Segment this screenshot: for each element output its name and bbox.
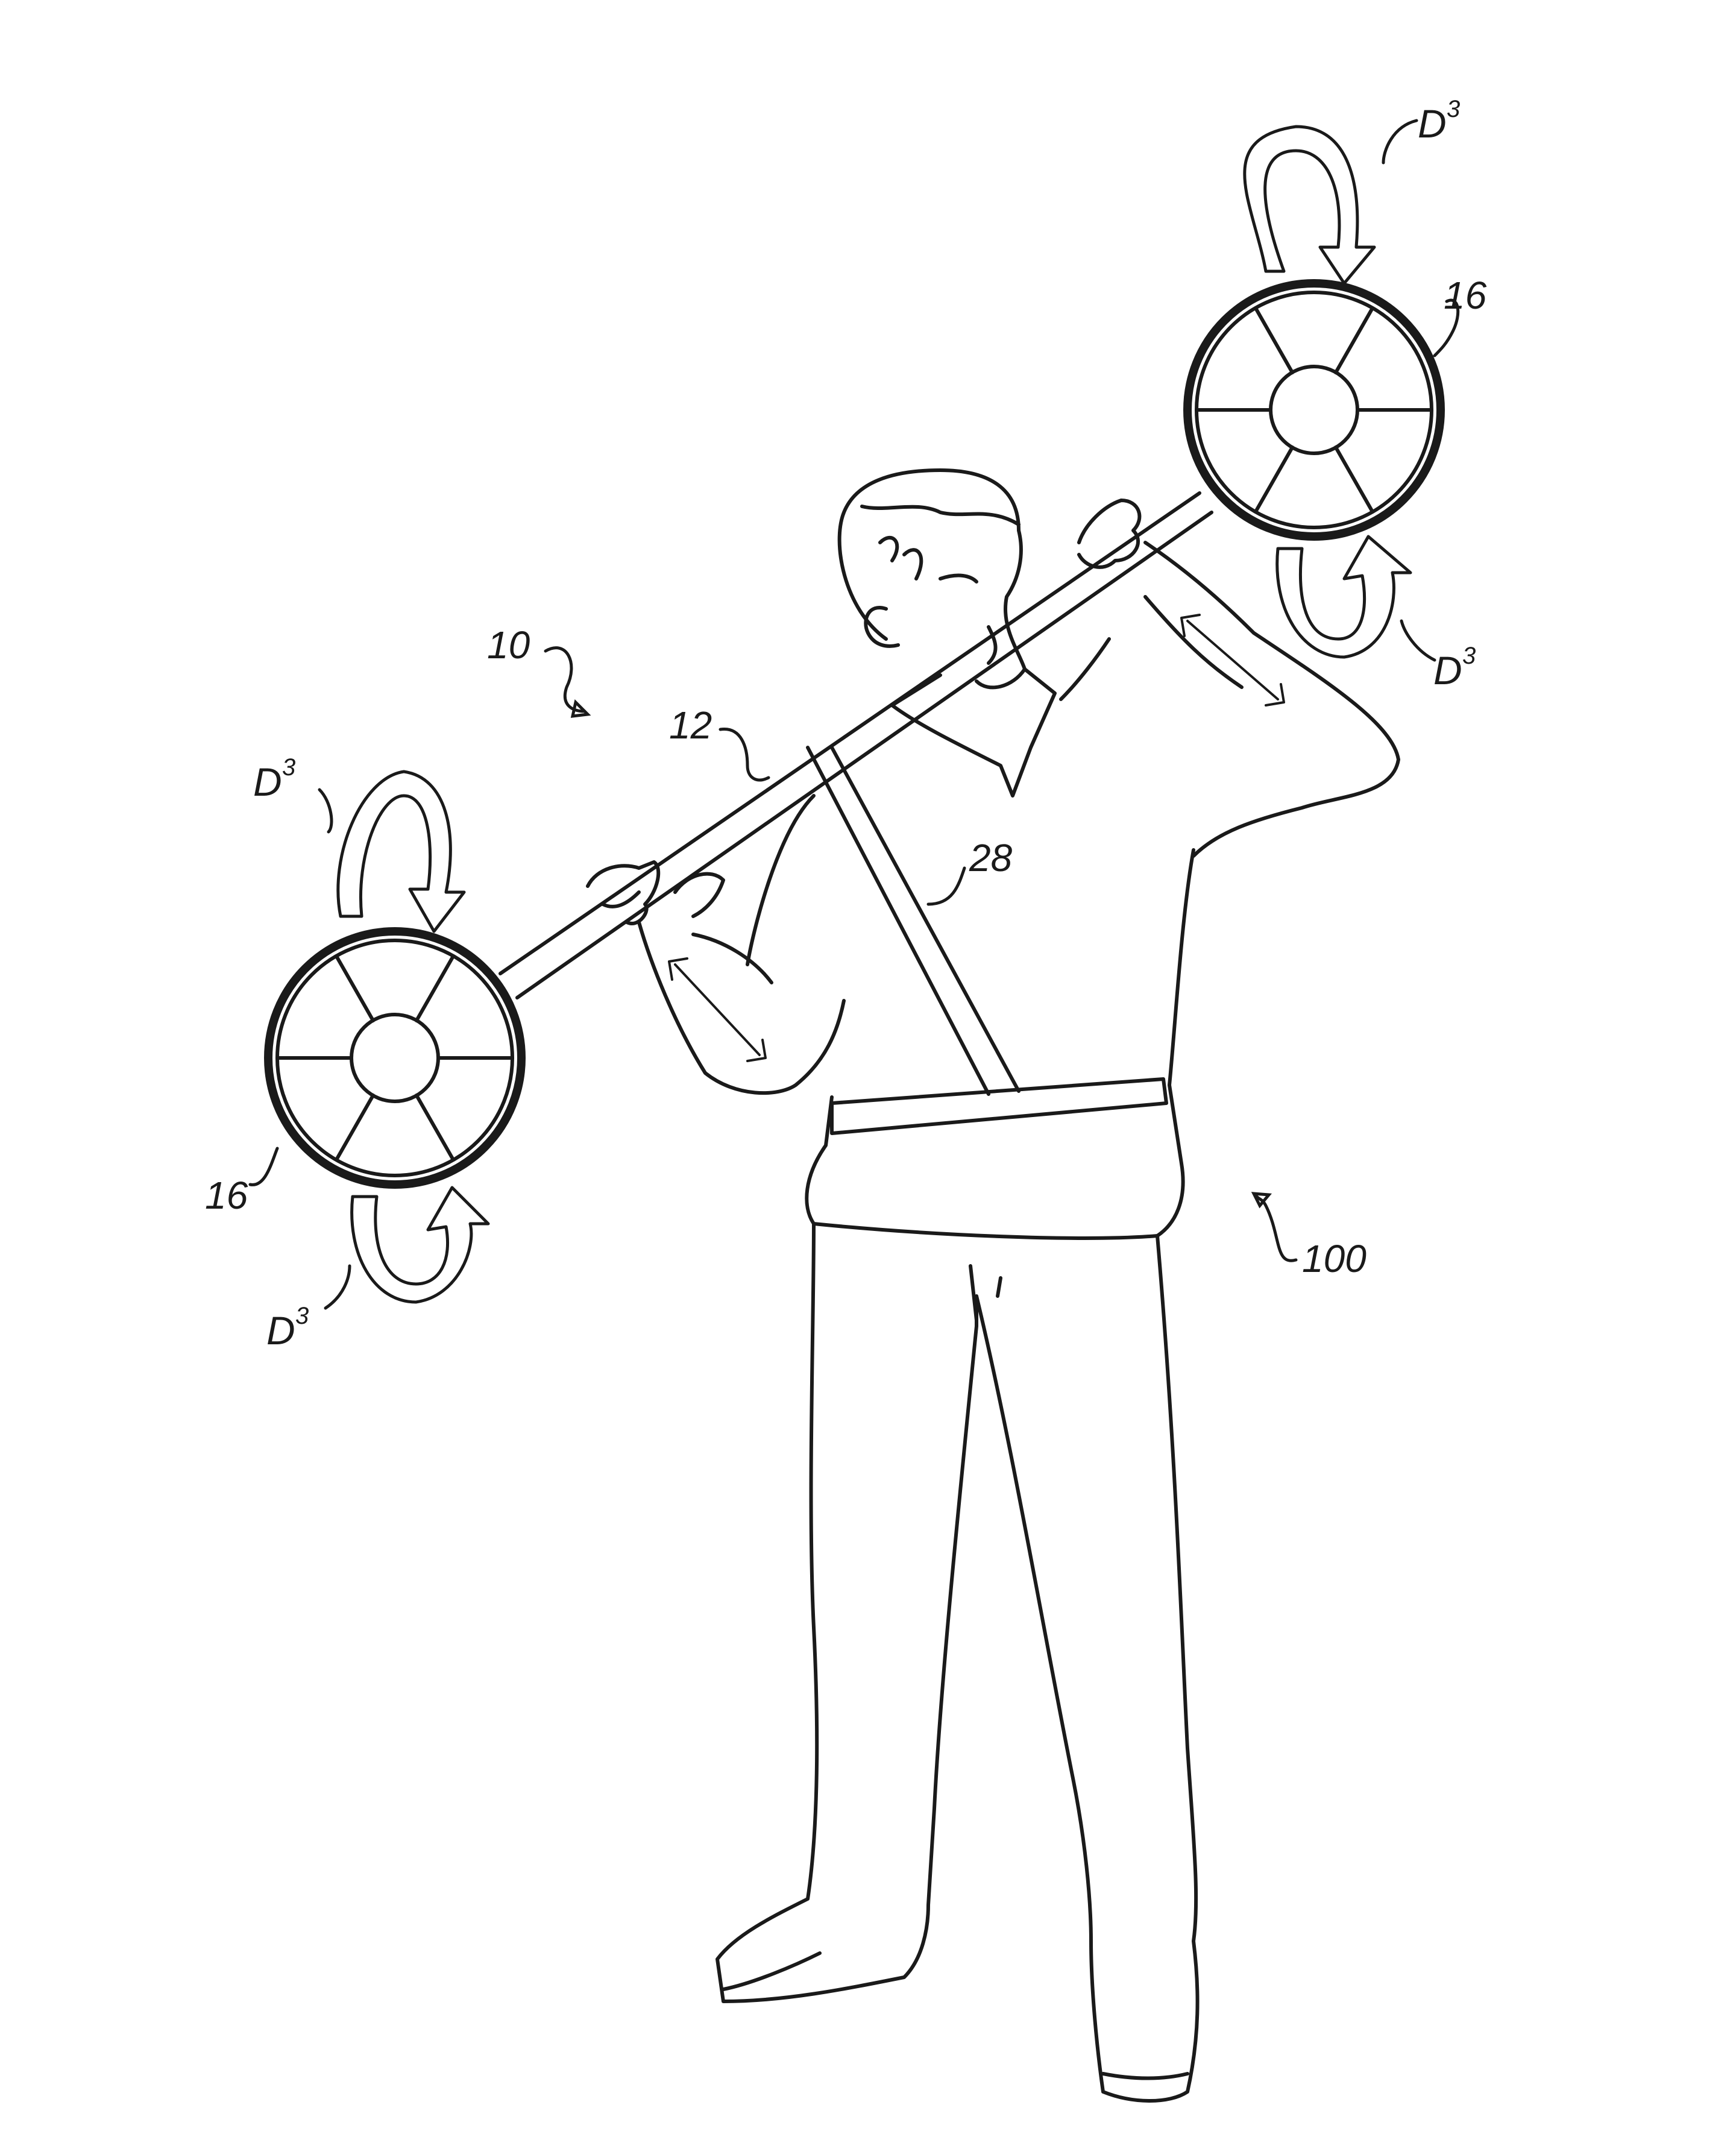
leader-d3-bottom-right [1400,619,1436,662]
label-12: 12 [669,703,712,747]
label-16-left: 16 [205,1174,248,1217]
rotation-arrow-left-top [336,770,466,933]
wheel-left-spokes [275,954,514,1162]
left-forearm-arrow [668,957,767,1062]
fly-line [969,1264,1002,1322]
label-16-right: 16 [1444,274,1487,317]
ear-outline [864,606,900,648]
wheel-right-spokes [1195,306,1433,514]
label-d3-left-top: D 3 [253,754,295,804]
belt-outline [830,1077,1168,1135]
strap [806,746,1021,1096]
legs-outline [715,1222,1200,2103]
right-forearm-arrow [1180,614,1285,707]
d-letter: D [1433,648,1462,693]
label-d3-bottom-right: D 3 [1433,643,1476,693]
leader-d3-left-top [318,788,333,834]
left-arm-outline [637,921,846,1095]
barbell-bar [498,491,1213,999]
d-superscript: 3 [1462,643,1476,669]
d-letter: D [253,760,282,804]
label-10: 10 [487,623,530,667]
rotation-arrow-left-bottom [350,1186,490,1304]
label-d3-top-right: D 3 [1418,96,1460,146]
d-superscript: 3 [282,754,295,781]
right-arm-outline [1059,541,1400,858]
wheel-left [264,927,526,1189]
leader-10 [544,646,587,713]
label-28: 28 [969,836,1013,880]
arrowhead-100 [1251,1192,1272,1209]
wheel-right [1183,279,1445,541]
leader-d3-left-bottom [324,1264,351,1310]
leader-16-left [248,1147,279,1186]
leader-d3-top-right [1382,119,1418,165]
wheel-left-rim [264,927,526,1189]
person-figure [586,468,1400,2103]
shoe-line-left [722,1951,822,1991]
leader-28 [926,866,966,906]
torso-outline [746,794,1195,1240]
shoe-line-right [1101,2072,1189,2080]
right-hand [1077,499,1142,569]
wheel-right-rim [1183,279,1445,541]
leader-100 [1255,1195,1298,1262]
rotation-arrow-right-top [1243,125,1376,285]
d-superscript: 3 [1447,96,1460,122]
d-letter: D [1418,101,1447,146]
leader-16-right [1433,298,1460,357]
leader-12 [719,728,770,782]
face-features [939,573,998,665]
label-100: 100 [1302,1237,1366,1280]
d-superscript: 3 [295,1303,309,1329]
wheel-right-hub [1269,365,1359,455]
wheel-left-hub [350,1013,440,1103]
rotation-arrow-right-bottom [1275,535,1412,659]
d-letter: D [266,1308,295,1353]
head-outline [837,468,1027,690]
hair-line [860,505,1021,581]
arrowhead-10 [570,699,591,718]
label-d3-left-bottom: D 3 [266,1303,309,1353]
left-hand [586,860,725,925]
